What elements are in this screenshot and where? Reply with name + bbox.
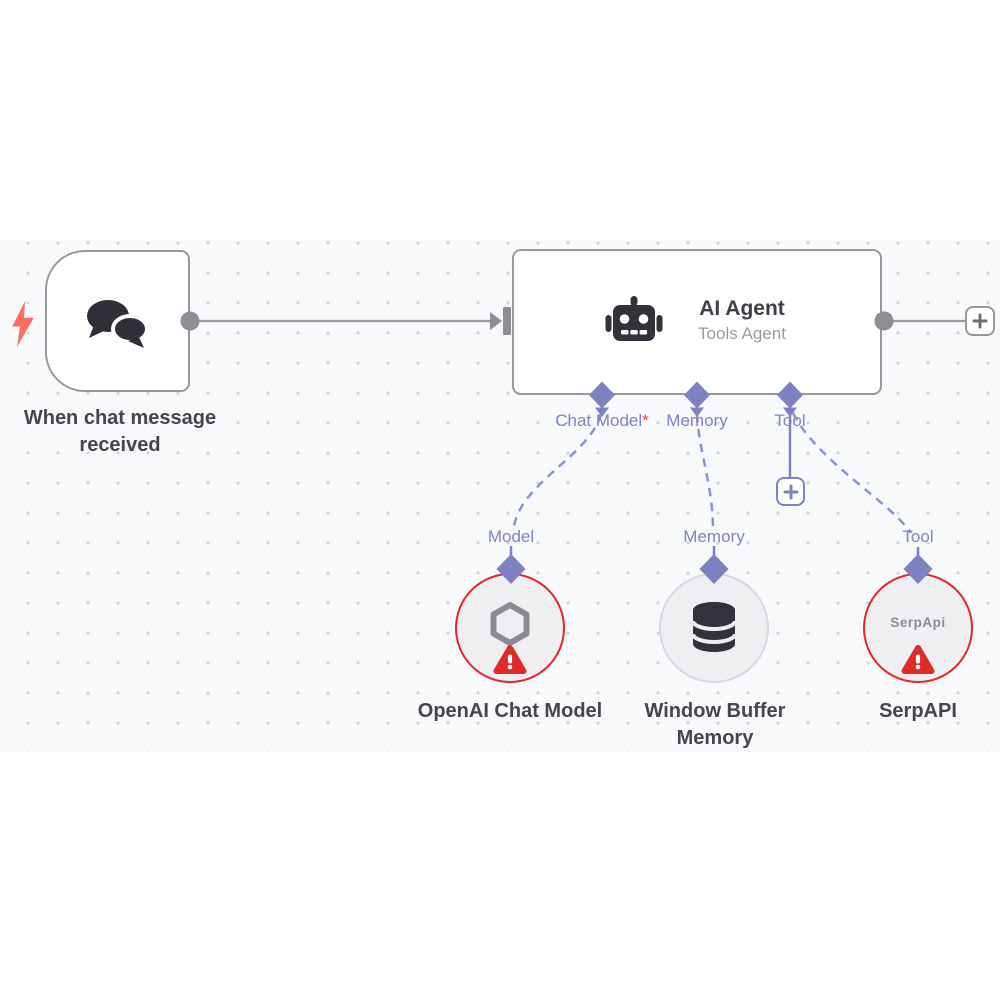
chat-bubbles-icon (86, 300, 149, 348)
port-label-chat-model: Chat Model* (512, 411, 692, 431)
database-icon (691, 602, 737, 652)
openai-node-label: OpenAI Chat Model (417, 700, 603, 722)
port-label-text: Memory (666, 411, 728, 430)
warning-icon (901, 645, 935, 674)
trigger-bolt-icon (12, 301, 34, 347)
serpapi-node-label: SerpAPI (879, 700, 957, 722)
subport-label-tool: Tool (902, 527, 934, 546)
port-label-tool: Tool (700, 411, 880, 431)
node-openai-chat-model[interactable] (455, 573, 565, 683)
add-node-button[interactable] (965, 306, 995, 336)
warning-icon (493, 645, 527, 674)
port-label-memory: Memory (607, 411, 787, 431)
node-serpapi[interactable]: SerpApi (863, 573, 973, 683)
plus-icon (789, 484, 792, 499)
node-ai-agent[interactable]: AI Agent Tools Agent (512, 249, 882, 395)
subport-label-memory: Memory (683, 527, 745, 546)
required-marker: * (642, 411, 649, 430)
openai-logo-icon (490, 601, 530, 647)
agent-node-subtitle: Tools Agent (698, 324, 786, 343)
serpapi-logo-text: SerpApi (890, 615, 946, 630)
node-window-buffer-memory[interactable] (659, 573, 769, 683)
add-tool-button[interactable] (776, 477, 805, 506)
subport-label-model: Model (487, 527, 535, 546)
port-label-text: Tool (774, 411, 806, 430)
plus-icon (978, 313, 982, 329)
trigger-node-label: When chat message received (23, 407, 217, 456)
agent-node-title: AI Agent (699, 297, 785, 320)
robot-icon (605, 296, 663, 341)
memory-node-label: Window Buffer Memory (644, 700, 786, 749)
port-label-text: Chat Model (555, 411, 643, 430)
node-when-chat-message-received[interactable] (45, 250, 190, 392)
